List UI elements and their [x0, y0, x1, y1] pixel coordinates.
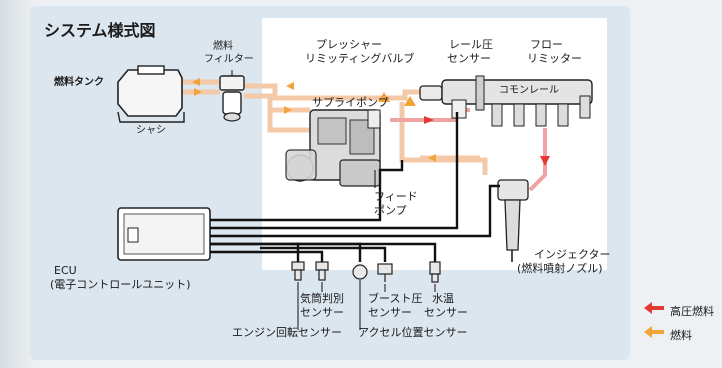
- leader-lines: [231, 70, 436, 330]
- high-pressure-arrow-icon: [540, 156, 550, 166]
- fuel-legend-icon: [644, 326, 664, 338]
- fuel-arrow-icon: [404, 96, 416, 106]
- sensors: [291, 261, 441, 283]
- common-rail-label: コモンレール: [499, 85, 559, 96]
- cylinder-sensor-icon: [315, 261, 329, 281]
- injector-label-1: インジェクター: [534, 248, 611, 261]
- flow-limiter-label-1: フロー: [530, 38, 563, 51]
- water-temp-sensor-label-2: センサー: [424, 306, 468, 319]
- fuel-arrow-icon: [194, 88, 202, 96]
- water-temp-sensor-label-1: 水温: [432, 292, 454, 305]
- flow-arrows: [192, 78, 550, 166]
- ecu: [117, 207, 211, 261]
- fuel-arrow-icon: [192, 78, 200, 86]
- fuel-filter-label-1: 燃料: [213, 41, 233, 52]
- accelerator-sensor-label: アクセル位置センサー: [358, 326, 468, 339]
- high-pressure-arrow-icon: [424, 116, 434, 124]
- cylinder-sensor-label-1: 気筒判別: [300, 292, 344, 305]
- ecu-label-1: ECU: [54, 264, 77, 277]
- legend-icons: [644, 302, 664, 338]
- fuel-arrow-icon: [286, 82, 294, 90]
- boost-sensor-label-2: センサー: [368, 306, 412, 319]
- ecu-label-2: (電子コントロールユニット): [50, 278, 191, 291]
- high-pressure-legend-icon: [644, 302, 664, 314]
- rail-pressure-sensor-label-2: センサー: [447, 52, 491, 65]
- fuel-tank-label: 燃料タンク: [54, 77, 104, 88]
- engine-speed-sensor-label: エンジン回転センサー: [232, 326, 342, 339]
- legend-fuel: 燃料: [670, 329, 692, 342]
- feed-pump-label-2: ポンプ: [374, 204, 407, 217]
- cylinder-sensor-label-2: センサー: [300, 306, 344, 319]
- fuel-arrow-icon: [428, 154, 436, 162]
- water-temp-sensor-icon: [429, 261, 441, 283]
- supply-pump: [285, 109, 381, 187]
- diagram-title: システム様式図: [44, 21, 156, 40]
- engine-speed-sensor-icon: [291, 261, 305, 281]
- supply-pump-label: サプライポンプ: [312, 96, 389, 109]
- rail-pressure-sensor-label-1: レール圧: [449, 38, 493, 51]
- fuel-filter-label-2: フィルター: [204, 54, 254, 65]
- boost-sensor-icon: [377, 263, 393, 282]
- accelerator-sensor-icon: [352, 264, 368, 280]
- fuel-arrow-icon: [378, 92, 390, 102]
- pressure-limiter-label-2: リミッティングバルブ: [305, 52, 415, 65]
- fuel-arrow-icon: [284, 106, 292, 114]
- boost-sensor-label-1: ブースト圧: [368, 292, 423, 305]
- flow-limiter-label-2: リミッター: [527, 52, 582, 65]
- common-rail: [419, 75, 593, 127]
- injector: [497, 179, 529, 262]
- injector-label-2: (燃料噴射ノズル): [517, 262, 603, 275]
- fuel-tank: [117, 65, 185, 123]
- legend-high-pressure: 高圧燃料: [670, 305, 714, 318]
- ecu-wires: [210, 112, 500, 262]
- fuel-filter: [219, 75, 245, 122]
- feed-pump-label-1: フィード: [374, 190, 418, 203]
- pressure-limiter-label-1: プレッシャー: [316, 38, 382, 51]
- chassis-label: シャシ: [136, 125, 166, 136]
